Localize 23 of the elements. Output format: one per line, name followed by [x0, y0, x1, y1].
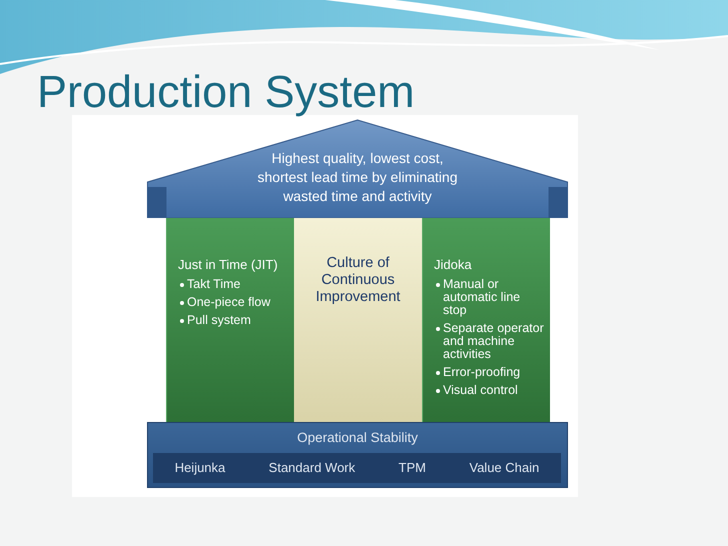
- pillar-panel: [166, 218, 294, 422]
- pillar-panel: [422, 218, 550, 422]
- practice-label: TPM: [398, 460, 426, 476]
- roof-text: Highest quality, lowest cost, shortest lead time by eliminating wasted time and activity: [256, 149, 458, 206]
- bullet-text: Visual control: [443, 384, 519, 397]
- slide-title: Production System: [37, 69, 415, 114]
- band-title: Operational Stability: [296, 429, 419, 447]
- practice-label: Standard Work: [268, 460, 356, 476]
- bullet-text: Error-proofing: [443, 366, 522, 379]
- bullet-text: Pull system: [187, 314, 252, 327]
- strip-band: [153, 453, 561, 483]
- bullet-text: Takt Time: [187, 278, 242, 291]
- bullet-text: Manual or automatic line stop: [443, 278, 522, 317]
- bullet-text: One-piece flow: [187, 296, 272, 309]
- pillar-text: Culture of Continuous Improvement: [314, 255, 402, 306]
- pillar-heading: Just in Time (JIT): [178, 256, 278, 274]
- roof-shape: [147, 119, 568, 218]
- practice-label: Heijunka: [174, 460, 226, 476]
- practice-label: Value Chain: [469, 460, 540, 476]
- foundation-band: [147, 422, 568, 488]
- bullet-text: Separate operator and machine activities: [443, 322, 544, 361]
- pillar-panel: [294, 218, 422, 422]
- pillar-heading: Jidoka: [434, 256, 472, 274]
